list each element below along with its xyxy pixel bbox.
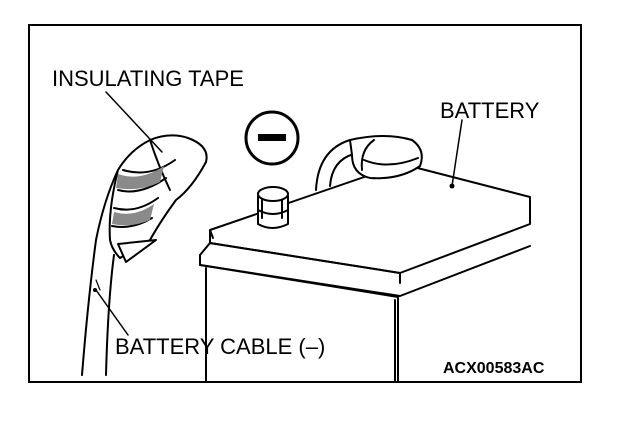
battery-cable-label: BATTERY CABLE (–) xyxy=(115,334,326,359)
figure-code: ACX00583AC xyxy=(443,360,545,377)
insulating-tape xyxy=(108,134,208,263)
negative-symbol xyxy=(244,110,300,166)
negative-terminal-post xyxy=(257,186,289,229)
insulating-tape-leader xyxy=(105,91,163,153)
battery-cable-leader xyxy=(95,289,129,336)
insulating-tape-label: INSULATING TAPE xyxy=(52,66,244,91)
positive-terminal-cap xyxy=(315,135,423,191)
figure-frame xyxy=(28,24,582,383)
battery-label: BATTERY xyxy=(440,98,540,123)
battery xyxy=(199,163,531,383)
battery-leader xyxy=(451,119,463,187)
